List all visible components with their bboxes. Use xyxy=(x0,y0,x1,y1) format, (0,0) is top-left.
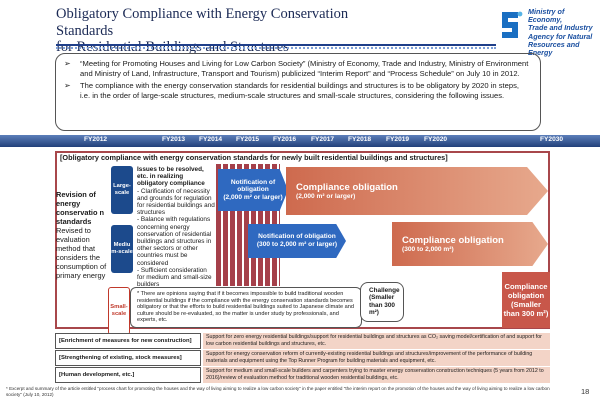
compliance-sub: (300 to 2,000 m²) xyxy=(402,245,454,253)
year-label: FY2012 xyxy=(84,136,108,143)
year-label: FY2015 xyxy=(236,136,260,143)
compliance-title: Compliance obligation xyxy=(296,181,398,193)
challenge-callout: Challenge (Smaller than 300 m²) xyxy=(360,282,404,322)
dotted-divider xyxy=(56,47,496,49)
notification-title: Notification of obligation xyxy=(258,233,336,241)
revision-body: Revised to evaluation method that consid… xyxy=(56,226,107,280)
measure-text: Support for energy conservation reform o… xyxy=(203,350,550,366)
arrow-bullet-icon: ➢ xyxy=(64,59,71,68)
intro-item-1: ➢ “Meeting for Promoting Houses and Livi… xyxy=(64,59,530,78)
title-line-1: Obligatory Compliance with Energy Conser… xyxy=(56,6,349,39)
revision-note: Revision of energy conservatio n standar… xyxy=(56,190,108,280)
notification-sub: (300 to 2,000 m² or larger) xyxy=(256,241,338,248)
year-label: FY2016 xyxy=(273,136,297,143)
revision-title: Revision of energy conservatio n standar… xyxy=(56,190,105,226)
intro-text-2: The compliance with the energy conservat… xyxy=(80,81,519,100)
notification-arrow-large: Notification of obligation (2,000 m² or … xyxy=(218,169,288,211)
measure-label: [Strengthening of existing, stock measur… xyxy=(55,350,201,366)
compliance-sub: (2,000 m² or larger) xyxy=(296,192,356,200)
issues-list: Issues to be resolved, etc. in realizing… xyxy=(137,166,215,288)
year-label: FY2017 xyxy=(311,136,335,143)
intro-item-2: ➢ The compliance with the energy conserv… xyxy=(64,81,530,100)
compliance-title: Compliance obligation (Smaller than 300 … xyxy=(503,282,549,318)
notification-title: Notification of obligation xyxy=(230,178,276,194)
measure-text: Support for medium and small-scale build… xyxy=(203,367,550,383)
notification-sub: (2,000 m² or larger) xyxy=(223,193,283,201)
meti-logo-icon xyxy=(502,11,523,38)
measure-text: Support for zero energy residential buil… xyxy=(203,333,550,349)
logo-text: Ministry of Economy, Trade and Industry … xyxy=(528,7,593,58)
opinion-note: * There are opinions saying that if it b… xyxy=(130,287,362,328)
measure-label: [Enrichment of measures for new construc… xyxy=(55,333,201,349)
measure-row: [Human development, etc.] Support for me… xyxy=(55,367,550,383)
arrow-bullet-icon: ➢ xyxy=(64,81,71,91)
framework-heading: [Obligatory compliance with energy conse… xyxy=(60,153,448,162)
measure-row: [Strengthening of existing, stock measur… xyxy=(55,350,550,366)
fiscal-year-bar xyxy=(0,135,600,147)
intro-text-1: “Meeting for Promoting Houses and Living… xyxy=(80,59,529,78)
year-label: FY2020 xyxy=(424,136,448,143)
year-label: FY2014 xyxy=(199,136,223,143)
compliance-arrow-large: Compliance obligation (2,000 m² or large… xyxy=(286,167,548,215)
scale-label-small: Small-scale xyxy=(108,287,130,335)
year-label: FY2018 xyxy=(348,136,372,143)
intro-box: ➢ “Meeting for Promoting Houses and Livi… xyxy=(55,53,541,131)
issues-body: - Clarification of necessity and grounds… xyxy=(137,187,215,289)
measure-row: [Enrichment of measures for new construc… xyxy=(55,333,550,349)
measure-label: [Human development, etc.] xyxy=(55,367,201,383)
year-label: FY2013 xyxy=(162,136,186,143)
scale-label-medium: Mediu m-scale xyxy=(111,225,133,273)
footnote: * Excerpt and summary of the article ent… xyxy=(6,386,550,397)
page-number: 18 xyxy=(581,387,590,396)
compliance-title: Compliance obligation xyxy=(402,234,504,246)
compliance-arrow-medium: Compliance obligation (300 to 2,000 m²) xyxy=(392,222,548,266)
ministry-logo: Ministry of Economy, Trade and Industry … xyxy=(498,6,598,57)
scale-label-large: Large-scale xyxy=(111,166,133,214)
year-label: FY2030 xyxy=(540,136,564,143)
issues-heading: Issues to be resolved, etc. in realizing… xyxy=(137,166,205,188)
compliance-box-small: Compliance obligation (Smaller than 300 … xyxy=(502,272,550,328)
notification-arrow-medium: Notification of obligation (300 to 2,000… xyxy=(248,224,346,258)
year-label: FY2019 xyxy=(386,136,410,143)
title-rule xyxy=(56,44,496,46)
